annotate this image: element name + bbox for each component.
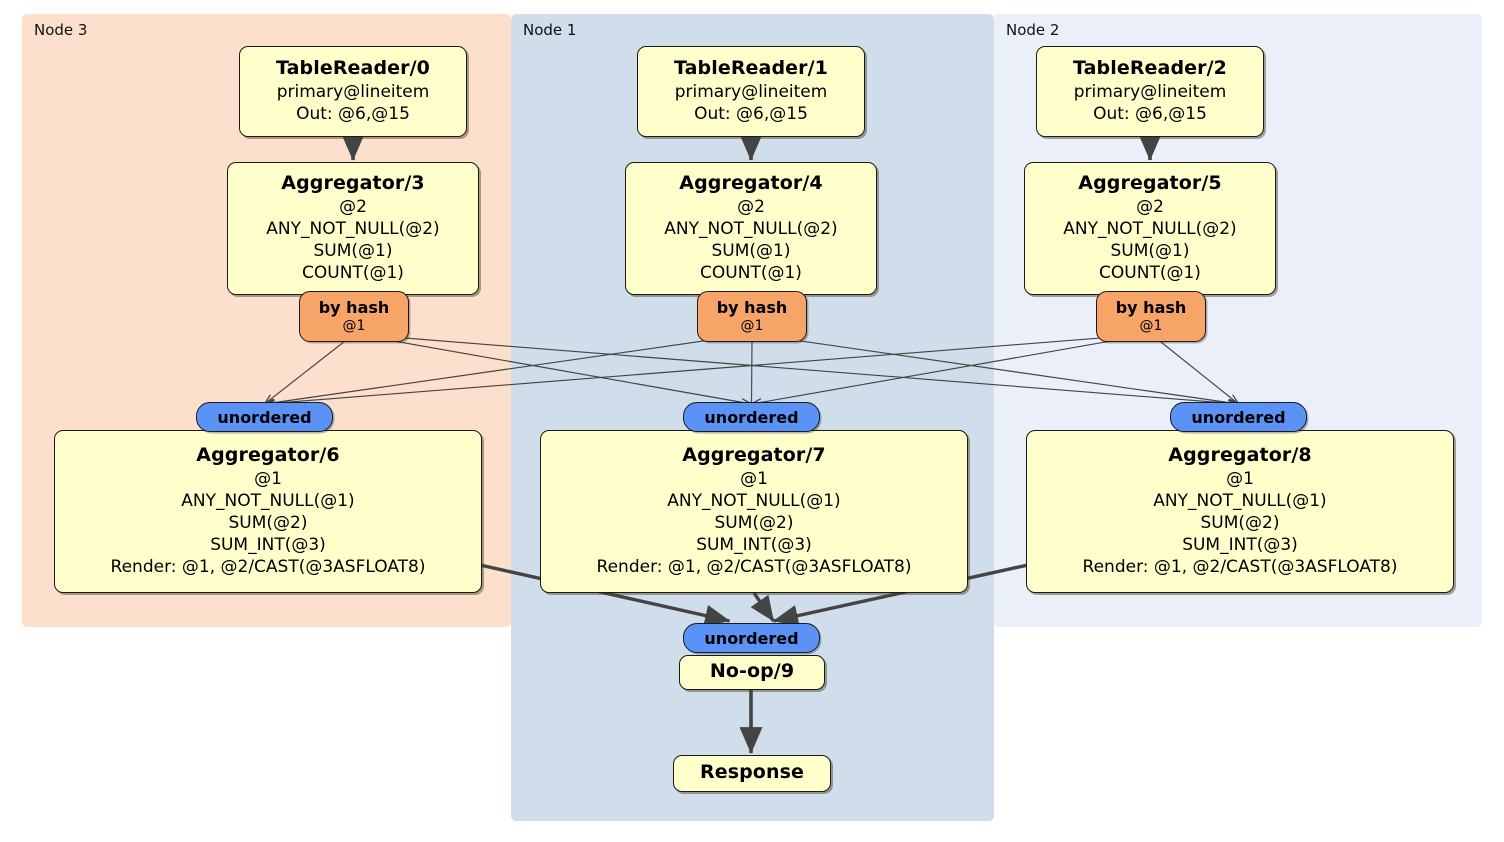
processor-title: Response (699, 761, 804, 784)
router-label: by hash (318, 298, 390, 318)
processor-detail-line: Out: @6,@15 (1093, 103, 1207, 124)
stream-pill-unordered-final[interactable]: unordered (683, 623, 820, 653)
processor-detail-line: COUNT(@1) (1099, 262, 1201, 283)
processor-detail-line: SUM(@1) (313, 240, 393, 261)
node-region-label-node3: Node 3 (34, 21, 88, 39)
processor-detail-line: SUM(@2) (714, 512, 794, 533)
router-label: by hash (716, 298, 788, 318)
router-column: @1 (342, 317, 366, 334)
processor-detail-line: ANY_NOT_NULL(@1) (181, 490, 355, 511)
processor-detail-line: SUM(@2) (1200, 512, 1280, 533)
router-column: @1 (740, 317, 764, 334)
processor-detail-line: Out: @6,@15 (296, 103, 410, 124)
processor-detail-line: SUM(@1) (1110, 240, 1190, 261)
processor-title: Aggregator/5 (1078, 171, 1222, 194)
processor-detail-line: @1 (254, 468, 282, 489)
processor-detail-line: ANY_NOT_NULL(@1) (1153, 490, 1327, 511)
processor-title: Aggregator/4 (679, 171, 823, 194)
stream-pill-unordered-left[interactable]: unordered (196, 402, 333, 432)
processor-detail-line: SUM_INT(@3) (210, 534, 326, 555)
output-router-byhash-3[interactable]: by hash@1 (299, 291, 409, 342)
processor-detail-line: @2 (1136, 196, 1164, 217)
processor-detail-line: ANY_NOT_NULL(@2) (266, 218, 440, 239)
processor-detail-line: @1 (1226, 468, 1254, 489)
processor-detail-line: Render: @1, @2/CAST(@3ASFLOAT8) (1082, 557, 1398, 578)
processor-detail-line: @1 (740, 468, 768, 489)
processor-detail-line: Render: @1, @2/CAST(@3ASFLOAT8) (596, 557, 912, 578)
processor-detail-line: Out: @6,@15 (694, 103, 808, 124)
processor-detail-line: @2 (737, 196, 765, 217)
processor-detail-line: COUNT(@1) (302, 262, 404, 283)
processor-title: TableReader/1 (674, 57, 828, 80)
router-label: by hash (1115, 298, 1187, 318)
output-router-byhash-5[interactable]: by hash@1 (1096, 291, 1206, 342)
processor-detail-line: SUM_INT(@3) (696, 534, 812, 555)
processor-title: TableReader/0 (276, 57, 430, 80)
processor-detail-line: COUNT(@1) (700, 262, 802, 283)
processor-detail-line: Render: @1, @2/CAST(@3ASFLOAT8) (110, 557, 426, 578)
node-region-label-node1: Node 1 (523, 21, 577, 39)
processor-detail-line: ANY_NOT_NULL(@1) (667, 490, 841, 511)
processor-title: Aggregator/3 (281, 171, 425, 194)
processor-detail-line: SUM(@2) (228, 512, 308, 533)
output-router-byhash-4[interactable]: by hash@1 (697, 291, 807, 342)
processor-title: No-op/9 (709, 660, 795, 683)
processor-detail-line: primary@lineitem (276, 81, 430, 102)
processor-detail-line: primary@lineitem (1073, 81, 1227, 102)
processor-title: TableReader/2 (1073, 57, 1227, 80)
processor-detail-line: SUM_INT(@3) (1182, 534, 1298, 555)
stream-pill-unordered-middle[interactable]: unordered (683, 402, 820, 432)
processor-detail-line: @2 (339, 196, 367, 217)
processor-noop9[interactable]: No-op/9 (679, 655, 825, 690)
processor-title: Aggregator/7 (682, 443, 826, 466)
processor-detail-line: ANY_NOT_NULL(@2) (1063, 218, 1237, 239)
processor-title: Aggregator/6 (196, 443, 340, 466)
node-region-label-node2: Node 2 (1006, 21, 1060, 39)
router-column: @1 (1139, 317, 1163, 334)
processor-response[interactable]: Response (673, 755, 831, 792)
processor-detail-line: SUM(@1) (711, 240, 791, 261)
processor-detail-line: ANY_NOT_NULL(@2) (664, 218, 838, 239)
stream-pill-unordered-right[interactable]: unordered (1170, 402, 1307, 432)
processor-detail-line: primary@lineitem (674, 81, 828, 102)
processor-title: Aggregator/8 (1168, 443, 1312, 466)
